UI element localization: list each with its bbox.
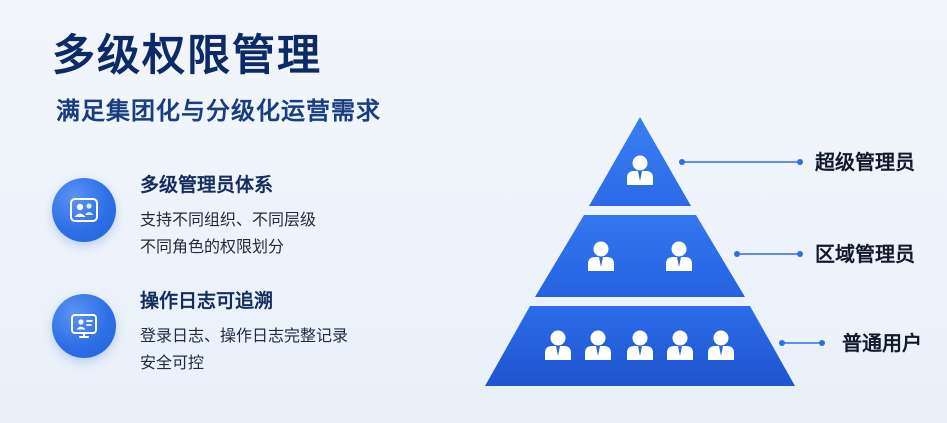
feature-desc-line: 不同角色的权限划分	[140, 237, 285, 256]
level-label-regular-user: 普通用户	[842, 331, 922, 355]
pyramid-connectors	[679, 159, 825, 346]
page-title: 多级权限管理	[52, 31, 322, 81]
page-subtitle: 满足集团化与分级化运营需求	[56, 97, 381, 125]
feature-title: 多级管理员体系	[140, 174, 274, 196]
feature-description: 支持不同组织、不同层级 不同角色的权限划分	[140, 206, 316, 260]
admin-group-icon	[52, 178, 116, 242]
pyramid-tier-middle	[535, 215, 745, 297]
level-label-regional-admin: 区域管理员	[815, 242, 915, 266]
log-screen-icon	[52, 294, 116, 358]
feature-title: 操作日志可追溯	[140, 290, 274, 312]
feature-desc-line: 登录日志、操作日志完整记录	[140, 326, 349, 345]
feature-description: 登录日志、操作日志完整记录 安全可控	[140, 322, 348, 376]
feature-desc-line: 支持不同组织、不同层级	[140, 210, 317, 229]
feature-desc-line: 安全可控	[140, 353, 205, 372]
level-label-super-admin: 超级管理员	[815, 150, 915, 174]
